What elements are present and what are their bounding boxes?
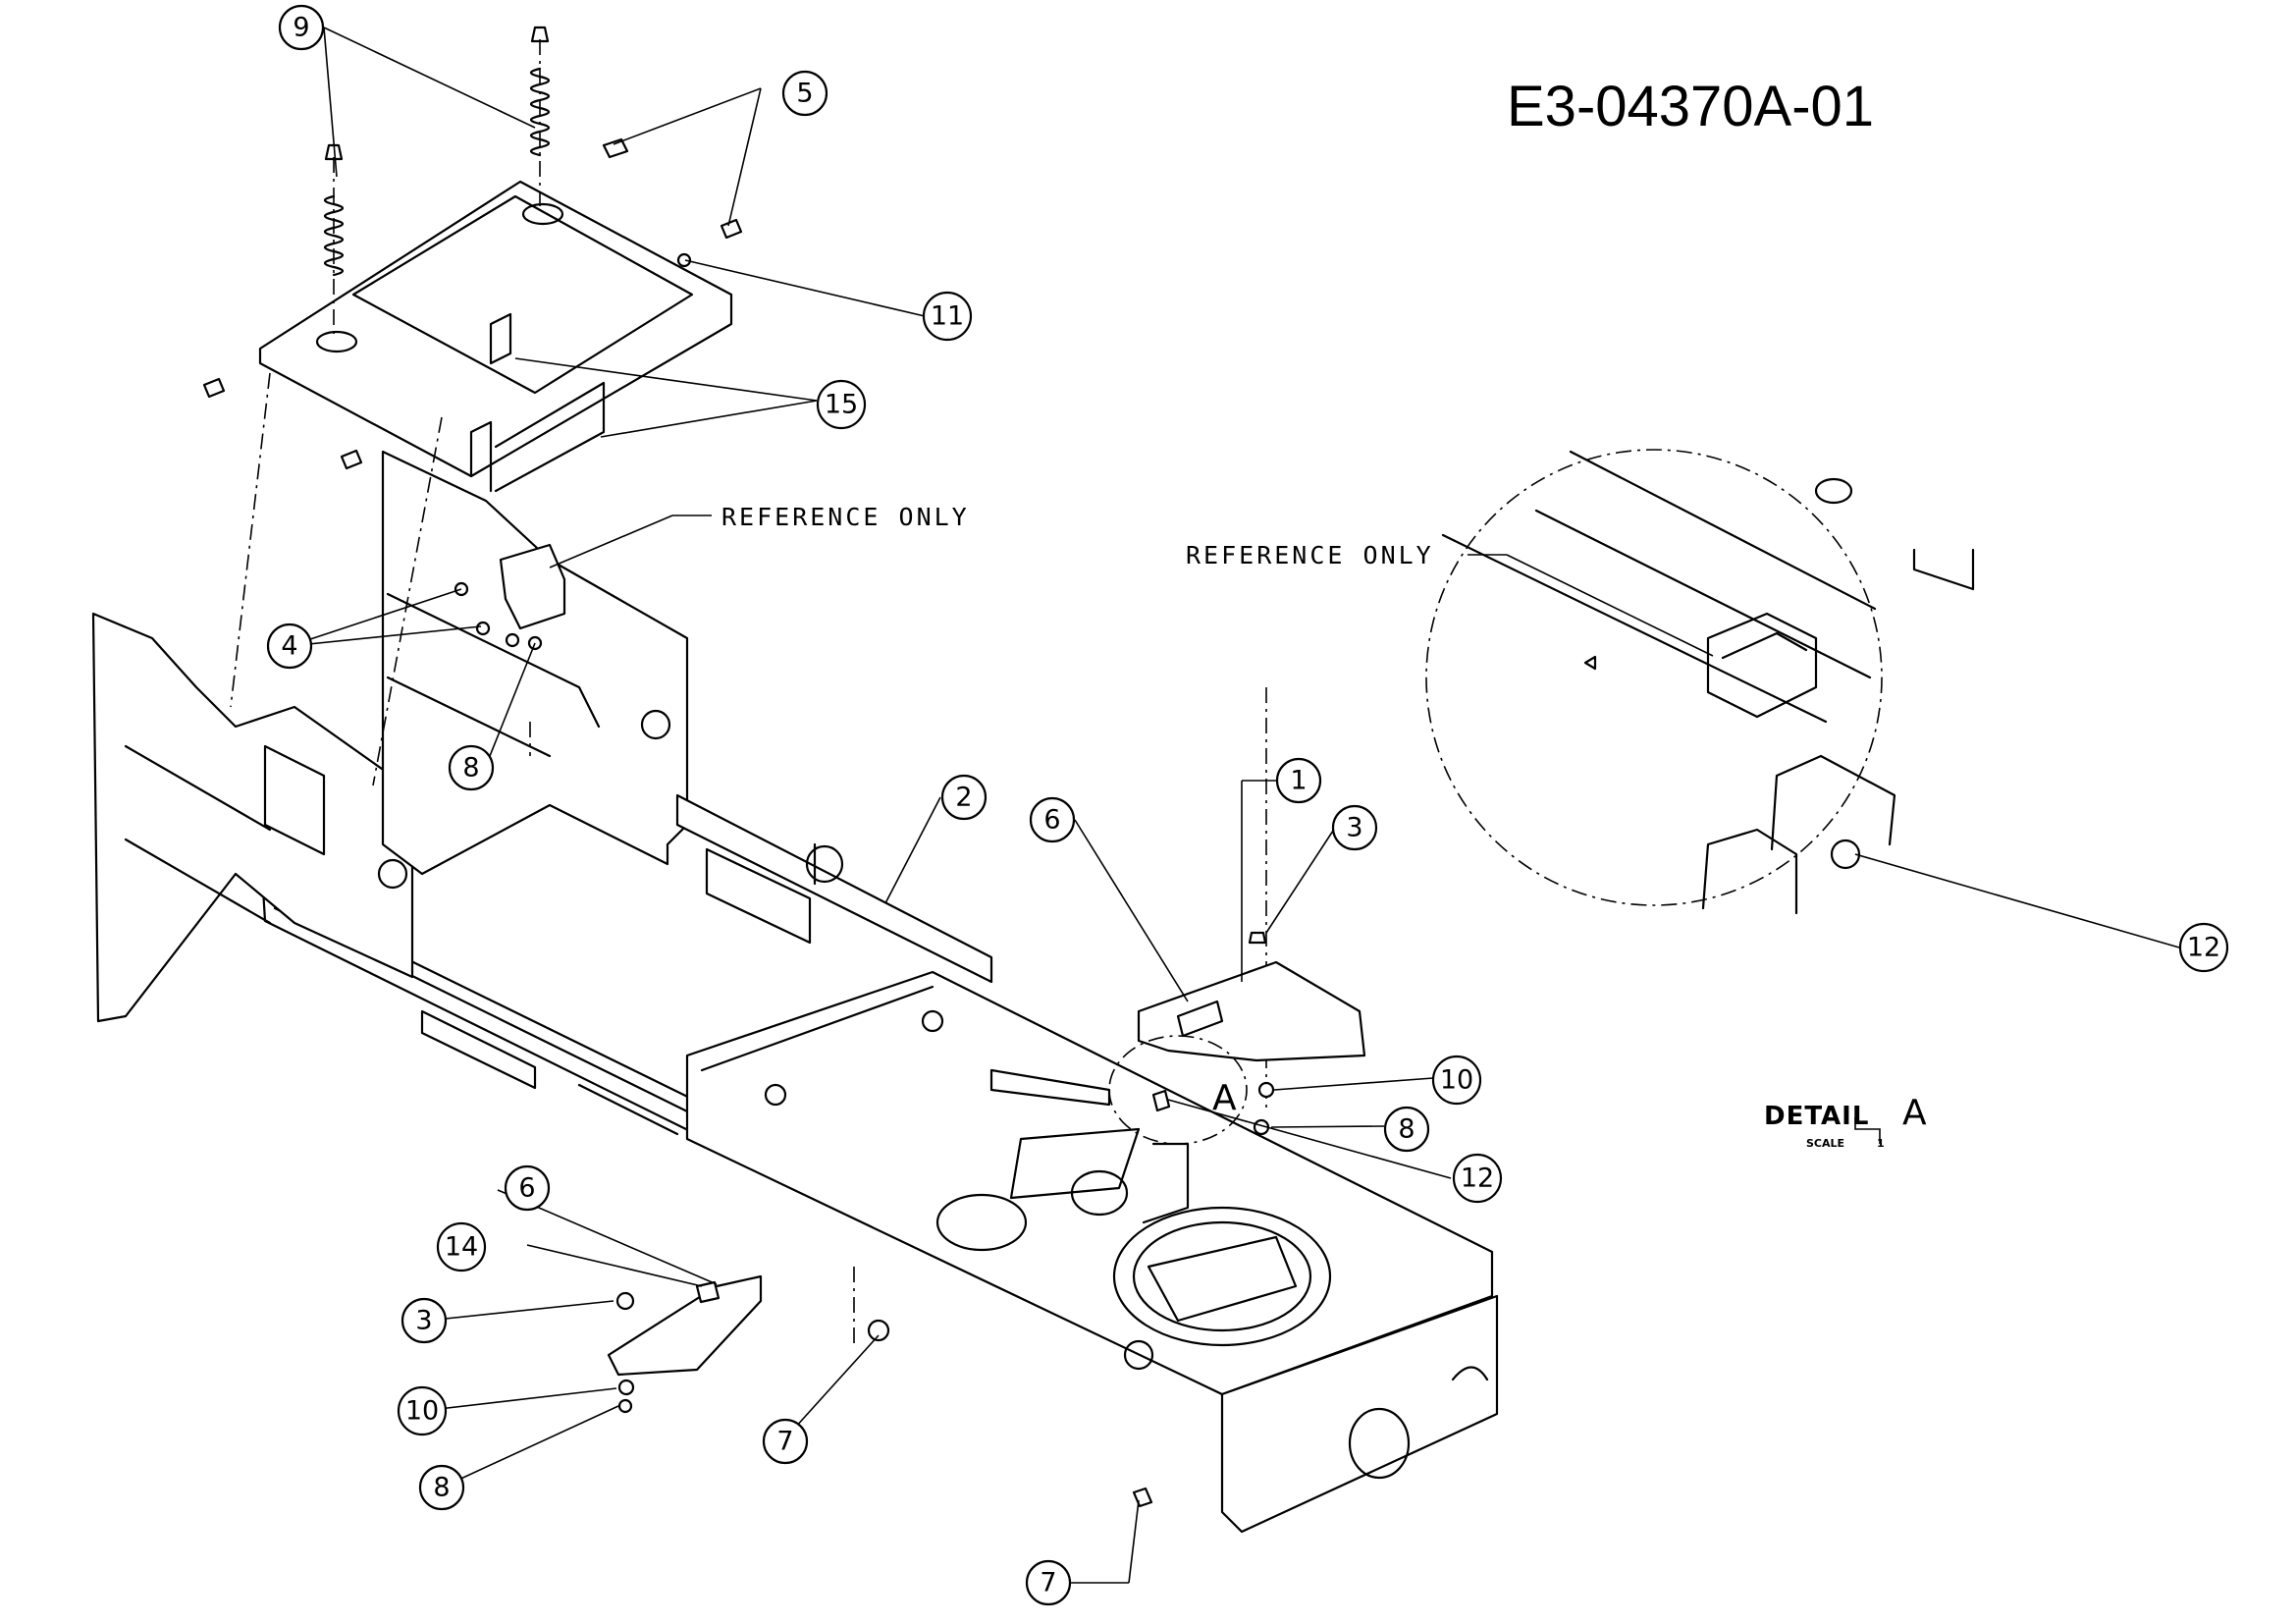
svg-text:11: 11 (931, 301, 964, 332)
callout-4: 4 (266, 623, 313, 670)
callout-9: 9 (278, 4, 325, 51)
drawing-number: E3-04370A-01 (1507, 75, 1874, 138)
callout-12-detail: 12 (2178, 922, 2229, 973)
svg-text:10: 10 (405, 1396, 439, 1427)
callout-14: 14 (436, 1221, 487, 1272)
reference-note-upper: REFERENCE ONLY (549, 503, 970, 568)
svg-text:8: 8 (462, 753, 479, 784)
callout-3-lower: 3 (400, 1297, 448, 1344)
callout-12-frame: 12 (1452, 1153, 1503, 1204)
callout-8-right: 8 (1383, 1106, 1430, 1153)
callout-balloons: 9 5 11 15 4 8 2 6 1 3 10 8 12 12 6 14 3 … (266, 4, 2229, 1606)
detail-scale-bracket (1854, 1117, 1881, 1144)
svg-text:7: 7 (776, 1427, 793, 1457)
svg-text:6: 6 (1043, 805, 1060, 836)
svg-text:9: 9 (293, 13, 309, 43)
callout-6-lower: 6 (504, 1164, 551, 1212)
callout-15: 15 (816, 379, 867, 430)
callout-2: 2 (940, 774, 988, 821)
seat-springs (323, 26, 551, 334)
callout-7-bottom: 7 (1025, 1559, 1072, 1606)
svg-text:REFERENCE ONLY: REFERENCE ONLY (721, 503, 970, 531)
svg-text:1: 1 (1290, 766, 1307, 796)
view-marker: A (1212, 1078, 1237, 1118)
callout-10-lower: 10 (397, 1385, 448, 1436)
svg-text:15: 15 (825, 390, 858, 420)
detail-letter: A (1902, 1093, 1927, 1133)
callout-1: 1 (1275, 757, 1322, 804)
callout-leaders (289, 27, 2180, 1584)
callout-8-lower: 8 (418, 1464, 465, 1511)
hardware (202, 137, 1366, 1508)
svg-text:8: 8 (433, 1473, 450, 1503)
detail-scale-label: SCALE (1806, 1137, 1844, 1150)
svg-text:8: 8 (1398, 1114, 1415, 1145)
reference-note-detail: REFERENCE ONLY (1186, 541, 1714, 657)
svg-text:2: 2 (955, 783, 972, 813)
svg-text:12: 12 (1461, 1164, 1494, 1194)
svg-text:12: 12 (2187, 933, 2220, 963)
seat-pan (258, 180, 733, 493)
callout-8-upper: 8 (448, 744, 495, 791)
callout-10-upper: 10 (1431, 1055, 1482, 1106)
svg-text:REFERENCE ONLY: REFERENCE ONLY (1186, 541, 1434, 569)
svg-text:3: 3 (415, 1306, 432, 1336)
callout-3-upper: 3 (1331, 804, 1378, 851)
svg-text:3: 3 (1346, 813, 1362, 843)
center-lines (230, 372, 1267, 1345)
callout-6-upper: 6 (1029, 796, 1076, 843)
svg-text:14: 14 (445, 1232, 478, 1263)
detail-a-view (1425, 449, 1975, 915)
callout-7-center: 7 (762, 1418, 809, 1465)
svg-text:10: 10 (1440, 1065, 1473, 1096)
detail-scale-value: 1 (1877, 1137, 1885, 1150)
callout-5: 5 (781, 70, 828, 117)
svg-text:6: 6 (518, 1173, 535, 1204)
callout-11: 11 (922, 291, 973, 342)
svg-text:7: 7 (1040, 1568, 1056, 1598)
svg-text:4: 4 (281, 631, 297, 662)
detail-label: DETAIL (1764, 1102, 1869, 1131)
svg-text:5: 5 (796, 79, 813, 109)
